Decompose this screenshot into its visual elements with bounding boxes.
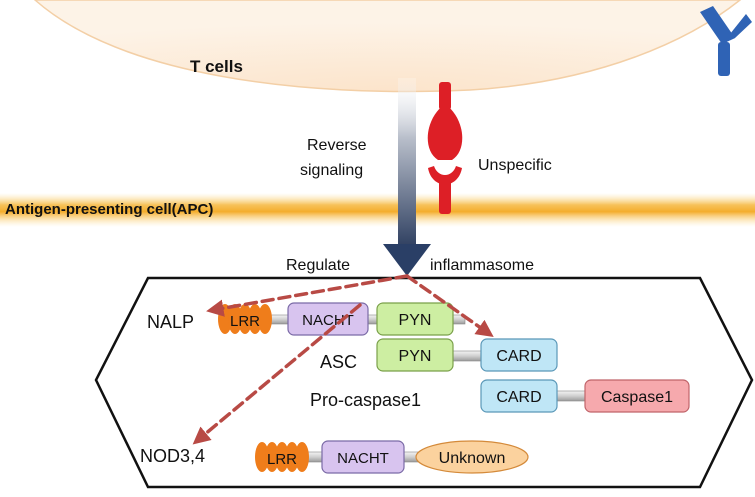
- unspecific-label: Unspecific: [478, 157, 552, 174]
- receptor-ligand-icon: [427, 82, 463, 214]
- apc-membrane: [0, 193, 755, 227]
- nalp-label: NALP: [147, 312, 194, 332]
- nacht-domain-nod: [321, 440, 405, 474]
- lrr-label-nod: LRR: [267, 451, 297, 468]
- nacht-label-nalp: NACHT: [302, 312, 354, 329]
- pyn-label-nalp: PYN: [399, 312, 432, 329]
- caspase1-label: Caspase1: [601, 389, 673, 406]
- card-domain-asc: [480, 338, 558, 372]
- reverse-signaling-arrow: [383, 78, 431, 276]
- unknown-domain: [415, 440, 529, 474]
- asc-label: ASC: [320, 352, 357, 372]
- nacht-label-nod: NACHT: [337, 450, 389, 467]
- card-label-procaspase: CARD: [496, 389, 541, 406]
- t-cell-body: [33, 0, 742, 93]
- pyn-label-asc: PYN: [399, 348, 432, 365]
- dashed-arrow-to-nod: [192, 303, 362, 445]
- nod-label: NOD3,4: [140, 446, 205, 466]
- dashed-arrow-to-card: [405, 274, 494, 338]
- pyn-domain-asc: [376, 338, 454, 372]
- reverse-label: Reverse: [307, 137, 367, 154]
- signaling-label: signaling: [300, 162, 363, 179]
- lrr-domain-nod: [255, 442, 309, 472]
- apc-label: Antigen-presenting cell(APC): [5, 201, 213, 218]
- unknown-label: Unknown: [439, 450, 506, 467]
- dashed-arrow-to-lrr: [206, 274, 409, 317]
- dashed-arrows: [192, 274, 494, 445]
- antibody-icon: [700, 6, 752, 76]
- procaspase-label: Pro-caspase1: [310, 390, 421, 410]
- t-cell-label: T cells: [190, 57, 243, 76]
- nacht-domain-nalp: [287, 302, 369, 336]
- inflammasome-label: inflammasome: [430, 257, 534, 274]
- regulate-label: Regulate: [286, 257, 350, 274]
- pyn-domain-nalp: [376, 302, 454, 336]
- lrr-label-nalp: LRR: [230, 313, 260, 330]
- card-domain-procaspase: [480, 379, 558, 413]
- caspase1-domain: [584, 379, 690, 413]
- card-label-asc: CARD: [496, 348, 541, 365]
- inflammasome-compartment: [94, 276, 754, 489]
